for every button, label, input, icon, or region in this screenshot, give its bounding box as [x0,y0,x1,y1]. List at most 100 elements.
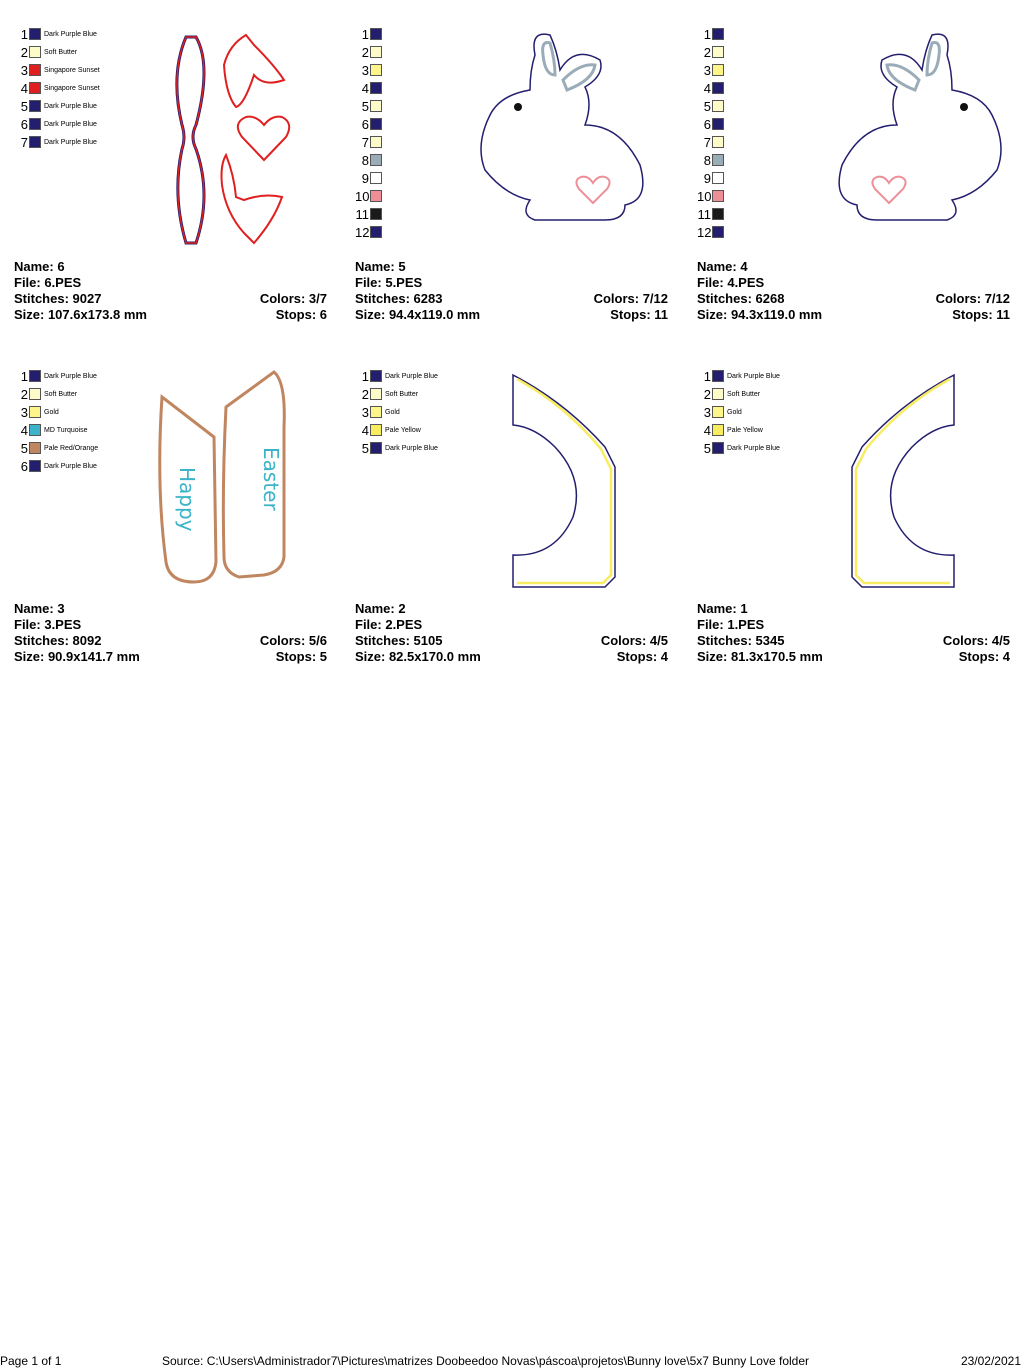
color-swatch [370,226,382,238]
color-swatch [29,118,41,130]
design-name: Name: 4 [697,259,748,274]
color-number: 2 [703,44,711,60]
color-swatch [712,370,724,382]
color-row: 7 Dark Purple Blue [14,133,100,151]
happy-text: Happy [175,467,199,532]
color-number: 2 [703,386,711,402]
color-row: 1 Dark Purple Blue [355,367,438,385]
color-row: 4 [355,79,385,97]
color-number: 1 [20,26,28,42]
design-size: Size: 82.5x170.0 mm [355,649,481,664]
color-number: 7 [20,134,28,150]
color-label: Soft Butter [44,48,78,56]
color-swatch [370,424,382,436]
color-number: 3 [20,404,28,420]
design-file: File: 5.PES [355,275,423,290]
color-number: 9 [703,170,711,186]
color-row: 6 [697,115,727,133]
color-row: 8 [697,151,727,169]
color-row: 10 [697,187,727,205]
color-label: Dark Purple Blue [44,102,97,110]
color-number: 2 [361,386,369,402]
color-number: 1 [361,26,369,42]
color-swatch [712,424,724,436]
color-swatch [370,64,382,76]
color-label: Gold [44,408,59,416]
color-number: 5 [703,98,711,114]
color-swatch [29,388,41,400]
color-number: 5 [20,440,28,456]
color-swatch [712,208,724,220]
print-date: 23/02/2021 [960,1354,1021,1368]
design-file: File: 6.PES [14,275,82,290]
design-size: Size: 94.4x119.0 mm [355,307,481,322]
design-name: Name: 5 [355,259,406,274]
color-swatch [29,424,41,436]
color-swatch [712,64,724,76]
color-label: Soft Butter [44,390,78,398]
color-label: Dark Purple Blue [44,138,97,146]
color-row: 3 Gold [14,403,98,421]
color-swatch [29,46,41,58]
design-size: Size: 107.6x173.8 mm [14,307,147,322]
color-row: 4 [697,79,727,97]
color-swatch [29,136,41,148]
color-label: Dark Purple Blue [385,372,438,380]
color-swatch [29,100,41,112]
color-row: 9 [697,169,727,187]
color-swatch [712,172,724,184]
color-swatch [712,406,724,418]
color-number: 1 [703,368,711,384]
color-swatch [370,370,382,382]
color-row: 2 [355,43,385,61]
stop-count: Stops: 5 [275,649,327,664]
color-row: 10 [355,187,385,205]
stitch-count: Stitches: 8092 [14,633,102,648]
color-count: Colors: 4/5 [942,633,1010,648]
color-swatch [29,64,41,76]
bunny-artwork [480,33,644,221]
stitch-count: Stitches: 9027 [14,291,102,306]
color-number: 8 [361,152,369,168]
design-file: File: 4.PES [697,275,765,290]
stop-count: Stops: 11 [610,307,668,322]
color-label: Dark Purple Blue [727,444,780,452]
design-size: Size: 81.3x170.5 mm [697,649,823,664]
color-count: Colors: 7/12 [935,291,1010,306]
color-number: 6 [20,116,28,132]
color-label: Singapore Sunset [44,84,100,92]
color-number: 1 [361,368,369,384]
folder-piece-artwork [512,373,616,588]
bunny-artwork-mirrored [838,33,1002,221]
color-swatch [370,406,382,418]
color-count: Colors: 4/5 [600,633,668,648]
design-size: Size: 90.9x141.7 mm [14,649,140,664]
stitch-count: Stitches: 5105 [355,633,443,648]
stitch-count: Stitches: 6283 [355,291,443,306]
design-name: Name: 3 [14,601,65,616]
color-row: 12 [697,223,727,241]
stop-count: Stops: 6 [275,307,327,322]
color-swatch [29,460,41,472]
color-count: Colors: 7/12 [593,291,668,306]
color-label: Soft Butter [385,390,419,398]
